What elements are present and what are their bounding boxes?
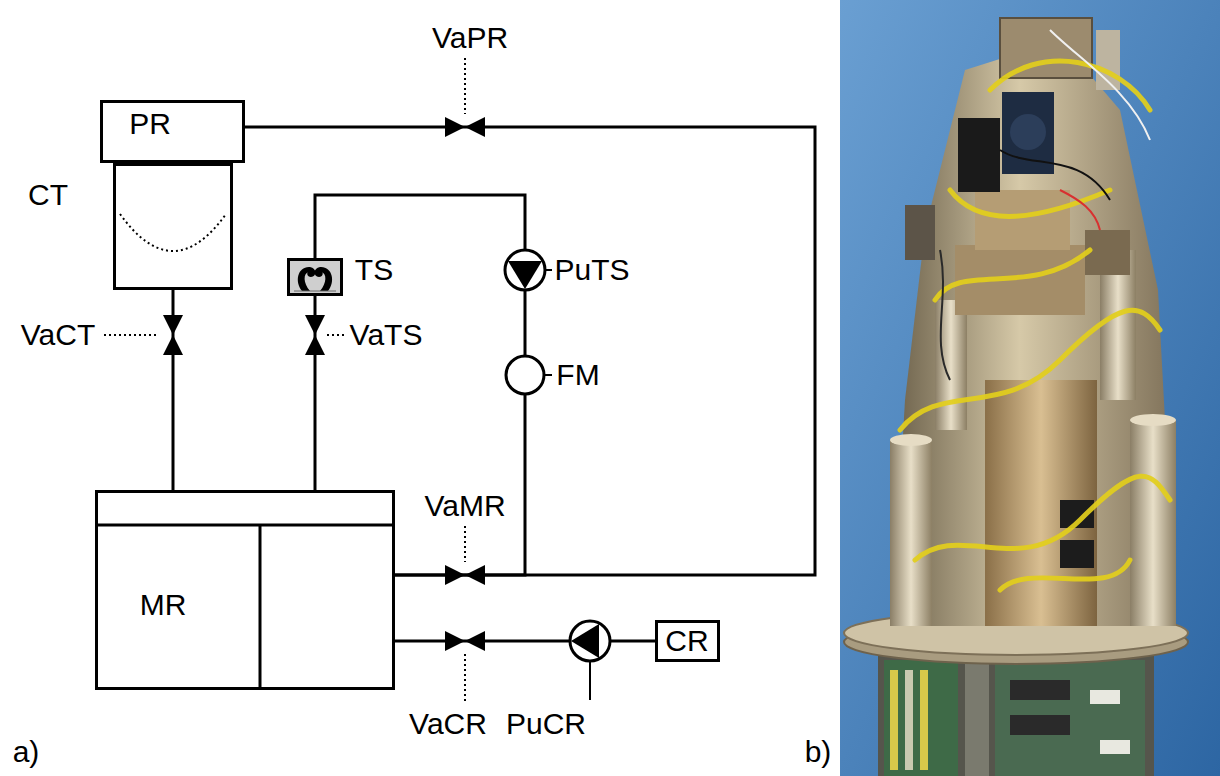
node-outline-detail — [116, 166, 230, 287]
flowmeter-symbol-part — [506, 356, 544, 394]
electronics-block-part — [890, 670, 898, 770]
yellow-tubes-part — [915, 476, 1170, 560]
valve-label: VaCT — [21, 318, 95, 352]
panel-letter: a) — [13, 735, 40, 769]
valve-symbol-part — [163, 315, 183, 335]
instrument-body-part — [890, 434, 932, 446]
node-text: TS — [355, 253, 393, 287]
valve-symbol-part — [465, 565, 485, 585]
node-outline-detail-part — [290, 261, 340, 293]
tank-box: CT — [113, 163, 233, 290]
instrument-body-part — [1000, 18, 1092, 78]
flowmeter-symbol — [506, 356, 544, 394]
cables-part — [1000, 150, 1110, 200]
electronics-block-part — [1090, 690, 1120, 704]
main-reservoir-box: MR — [95, 490, 395, 690]
instrument-body-part — [1060, 540, 1094, 568]
valve-symbol-part — [445, 631, 465, 651]
instrument-body-part — [958, 118, 1000, 192]
instrument-body — [890, 18, 1176, 626]
yellow-tubes-part — [900, 310, 1160, 430]
instrument-body-part — [1130, 420, 1176, 626]
pump-label: PuTS — [554, 253, 629, 287]
yellow-tubes-part — [1000, 560, 1130, 590]
valve-symbol-part — [305, 335, 325, 355]
reservoir-box: CR — [655, 620, 720, 662]
leader-line-part — [546, 269, 552, 271]
node-outline-detail-part — [259, 525, 262, 687]
leader-line-part — [464, 526, 466, 562]
electronics-block-part — [1010, 680, 1070, 700]
node-outline-detail-part — [298, 267, 316, 291]
pump-symbol-part — [508, 261, 542, 289]
node-text: MR — [140, 588, 187, 622]
sensor-box: TS — [287, 258, 343, 296]
node-outline-detail-part — [315, 267, 333, 291]
yellow-tubes — [900, 61, 1170, 590]
electronics-block-part — [905, 670, 913, 770]
valve-symbol-part — [163, 335, 183, 355]
leader-line-part — [104, 334, 158, 336]
valve-symbol-part — [465, 631, 485, 651]
pipe-line — [395, 640, 655, 643]
instrument-body-part — [935, 300, 967, 430]
instrument-body-part — [890, 440, 932, 626]
leader-line-part — [327, 334, 345, 336]
photo-background — [840, 0, 1220, 776]
instrument-body-part — [905, 205, 935, 260]
valve-symbol-part — [445, 565, 465, 585]
electronics-block-part — [1100, 740, 1130, 754]
leader-line-part — [545, 374, 552, 376]
node-outline-detail-part — [98, 524, 392, 527]
reservoir-box: PR — [100, 100, 245, 163]
instrument-body-part — [1010, 114, 1046, 150]
panel-letter: b) — [805, 735, 832, 769]
valve-label: VaPR — [432, 21, 508, 55]
pump-symbol-part — [570, 621, 610, 661]
electronics-block-part — [1010, 715, 1070, 735]
leader-line-part — [464, 654, 466, 702]
valve-symbol-part — [305, 315, 325, 335]
node-text: CR — [665, 624, 708, 658]
yellow-tubes-part — [950, 190, 1110, 216]
node-outline-detail-part — [120, 214, 226, 251]
valve-label: VaCR — [409, 707, 487, 741]
cables-part — [1060, 190, 1100, 230]
yellow-tubes-part — [935, 250, 1090, 300]
electronics-block-part — [965, 650, 989, 776]
instrument-body-part — [1130, 414, 1176, 426]
valve-symbol-part — [465, 117, 485, 137]
node-text: CT — [28, 178, 68, 212]
photo-background-part — [840, 0, 1220, 776]
leader-line-part — [589, 662, 591, 700]
instrument-body-part — [892, 40, 1176, 626]
pump-symbol-part — [571, 624, 599, 658]
cables-part — [940, 250, 950, 380]
node-outline-detail — [290, 261, 340, 293]
flowmeter-label: FM — [556, 358, 599, 392]
instrument-body-part — [975, 190, 1070, 250]
valve-label: VaTS — [350, 318, 423, 352]
pump-symbol — [505, 250, 610, 661]
leader-line-part — [464, 58, 466, 114]
valve-label: VaMR — [424, 489, 505, 523]
pump-symbol-part — [505, 250, 545, 290]
node-text: PR — [129, 107, 171, 141]
electronics-block-part — [995, 660, 1145, 776]
cables — [940, 30, 1150, 380]
electronics-block-part — [884, 660, 958, 776]
yellow-tubes-part — [990, 61, 1150, 110]
pump-label: PuCR — [506, 707, 586, 741]
cables-part — [1050, 30, 1150, 140]
node-outline-detail-part — [294, 291, 336, 292]
electronics-block-part — [920, 670, 928, 770]
instrument-body-part — [1085, 230, 1130, 275]
valve-symbol-part — [445, 117, 465, 137]
